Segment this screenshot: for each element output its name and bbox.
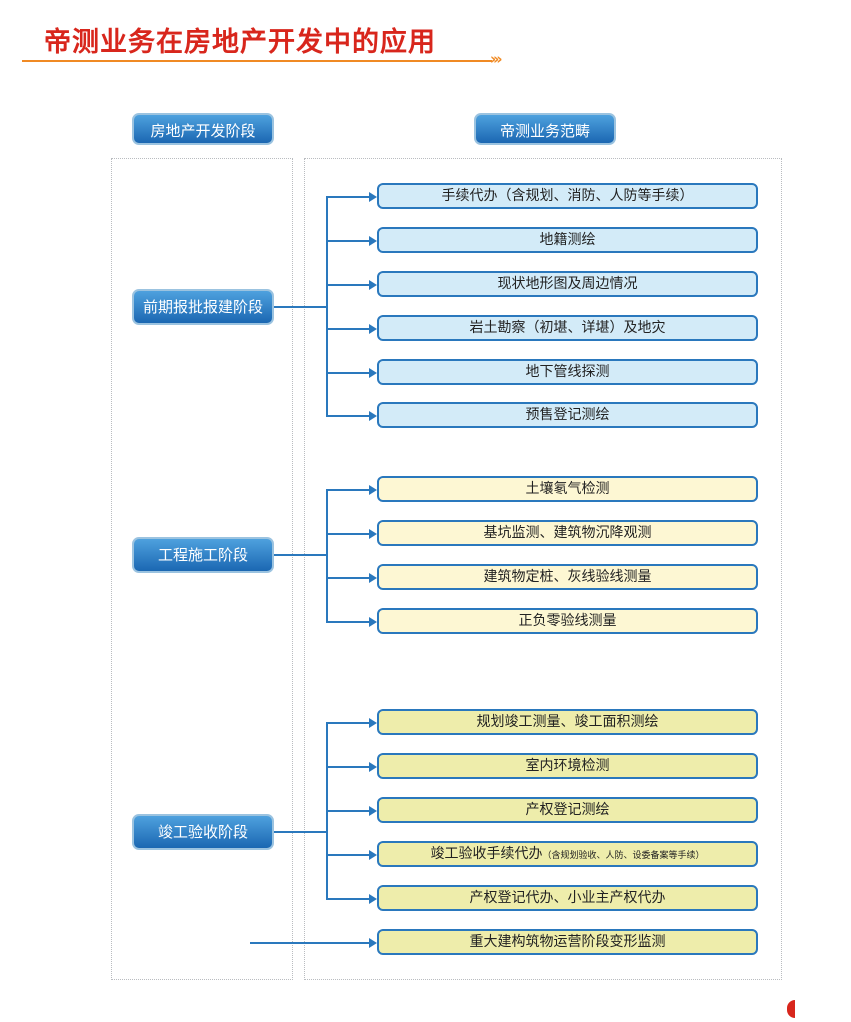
stage-panel — [111, 158, 293, 980]
service-panel — [304, 158, 782, 980]
title-underline — [22, 60, 492, 62]
arrow-icon — [369, 411, 377, 421]
connector — [326, 533, 369, 535]
connector — [326, 621, 369, 623]
connector — [326, 372, 369, 374]
service-item-presale-survey: 预售登记测绘 — [377, 402, 758, 428]
connector — [326, 854, 369, 856]
service-item-label: 竣工验收手续代办 — [430, 846, 543, 862]
connector — [326, 328, 369, 330]
service-item-pipeline: 地下管线探测 — [377, 359, 758, 385]
connector — [326, 415, 369, 417]
connector — [250, 942, 369, 944]
service-item-procedure-agency: 手续代办（含规划、消防、人防等手续） — [377, 183, 758, 209]
page-title: 帝测业务在房地产开发中的应用 — [44, 27, 436, 58]
title-arrow-icon: ››› — [490, 50, 502, 68]
connector — [326, 766, 369, 768]
arrow-icon — [369, 192, 377, 202]
arrow-icon — [369, 573, 377, 583]
connector — [326, 489, 328, 622]
connector — [274, 554, 328, 556]
connector — [326, 810, 369, 812]
service-item-property-survey: 产权登记测绘 — [377, 797, 758, 823]
service-item-acceptance-agency: 竣工验收手续代办（含规划验收、人防、设委备案等手续） — [377, 841, 758, 867]
service-item-geotechnical: 岩土勘察（初堪、详堪）及地灾 — [377, 315, 758, 341]
arrow-icon — [369, 280, 377, 290]
arrow-icon — [369, 938, 377, 948]
arrow-icon — [369, 368, 377, 378]
service-item-staking: 建筑物定桩、灰线验线测量 — [377, 564, 758, 590]
corner-decoration — [787, 1000, 795, 1018]
service-item-note: （含规划验收、人防、设委备案等手续） — [542, 851, 705, 861]
connector — [326, 196, 328, 416]
service-item-deformation-monitoring: 重大建构筑物运营阶段变形监测 — [377, 929, 758, 955]
header-service-scope: 帝测业务范畴 — [474, 113, 616, 145]
stage-acceptance: 竣工验收阶段 — [132, 814, 274, 850]
connector — [274, 831, 328, 833]
header-development-stage: 房地产开发阶段 — [132, 113, 274, 145]
connector — [326, 284, 369, 286]
arrow-icon — [369, 617, 377, 627]
arrow-icon — [369, 324, 377, 334]
arrow-icon — [369, 894, 377, 904]
connector — [326, 196, 369, 198]
connector — [274, 306, 328, 308]
arrow-icon — [369, 485, 377, 495]
service-item-property-agency: 产权登记代办、小业主产权代办 — [377, 885, 758, 911]
connector — [326, 240, 369, 242]
service-item-cadastral: 地籍测绘 — [377, 227, 758, 253]
service-item-zero-level: 正负零验线测量 — [377, 608, 758, 634]
arrow-icon — [369, 236, 377, 246]
connector — [326, 577, 369, 579]
service-item-radon: 土壤氡气检测 — [377, 476, 758, 502]
arrow-icon — [369, 806, 377, 816]
service-item-foundation-monitoring: 基坑监测、建筑物沉降观测 — [377, 520, 758, 546]
arrow-icon — [369, 529, 377, 539]
connector — [326, 489, 369, 491]
stage-pre-approval: 前期报批报建阶段 — [132, 289, 274, 325]
service-item-topographic: 现状地形图及周边情况 — [377, 271, 758, 297]
service-item-completion-survey: 规划竣工测量、竣工面积测绘 — [377, 709, 758, 735]
arrow-icon — [369, 850, 377, 860]
stage-construction: 工程施工阶段 — [132, 537, 274, 573]
service-item-indoor-environment: 室内环境检测 — [377, 753, 758, 779]
connector — [326, 898, 369, 900]
arrow-icon — [369, 762, 377, 772]
connector — [326, 722, 369, 724]
arrow-icon — [369, 718, 377, 728]
